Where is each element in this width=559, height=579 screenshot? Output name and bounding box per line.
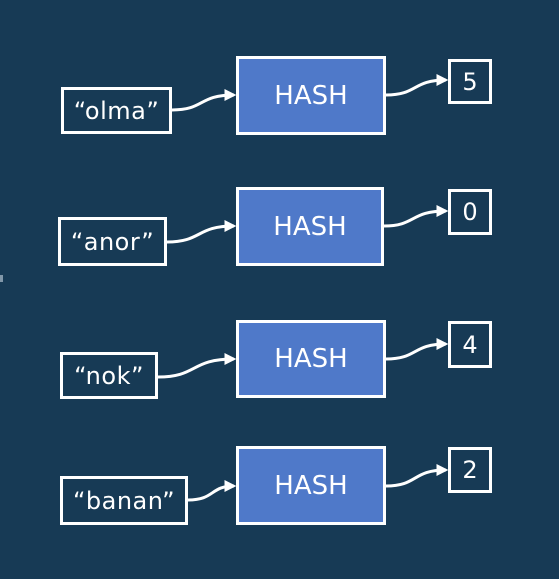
key-box-2: “anor”	[58, 217, 167, 266]
hash-function-box-1: HASH	[236, 56, 386, 135]
key-box-4: “banan”	[60, 476, 188, 525]
key-to-hash-arrow-3	[157, 353, 237, 379]
hash-to-result-arrow-2	[383, 205, 449, 228]
hash-function-box-3: HASH	[236, 320, 386, 398]
result-box-2: 0	[448, 189, 492, 235]
hash-function-box-4: HASH	[236, 446, 386, 525]
hash-to-result-arrow-1	[385, 74, 449, 97]
hash-to-result-arrow-3	[385, 338, 449, 361]
result-box-3: 4	[448, 321, 492, 368]
key-box-3: “nok”	[60, 352, 158, 399]
result-box-1: 5	[448, 59, 492, 104]
result-box-4: 2	[448, 447, 492, 493]
key-box-1: “olma”	[61, 87, 172, 134]
hash-to-result-arrow-4	[385, 464, 449, 488]
key-to-hash-arrow-4	[187, 480, 237, 502]
edge-artifact	[0, 275, 3, 282]
key-to-hash-arrow-1	[171, 89, 237, 112]
hash-function-box-2: HASH	[236, 187, 384, 266]
key-to-hash-arrow-2	[166, 220, 237, 244]
